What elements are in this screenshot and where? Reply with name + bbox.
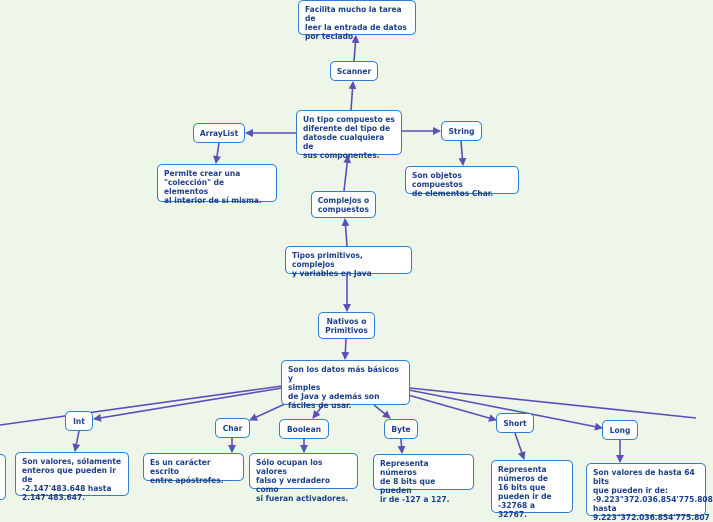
edge-nativos-offscreen-left [0,385,283,426]
edge-byte-description [397,438,406,454]
edge-nativos-offscreen-right [409,387,697,419]
long-description-node[interactable]: Son valores de hasta 64 bits que pueden … [586,463,713,522]
arraylist-node[interactable]: ArrayList [193,123,245,143]
edge-nativos-long [408,389,603,431]
int-node[interactable]: Int [65,411,93,431]
edge-tipos-complejos [341,218,350,247]
compuesto-description-node[interactable]: Un tipo compuesto es diferente del tipo … [296,110,402,160]
connector-layer [0,35,697,463]
edge-nativos-short [407,394,497,422]
edge-scanner-description [351,35,360,62]
char-node[interactable]: Char [215,418,250,438]
edge-compuesto-scanner [348,81,357,111]
scanner-description-node[interactable]: Facilita mucho la tarea de leer la entra… [298,0,416,41]
edge-nativos-description [341,338,350,360]
string-node[interactable]: String [441,121,482,141]
scanner-node[interactable]: Scanner [330,61,378,81]
complejos-node[interactable]: Complejos o compuestos [311,191,376,218]
long-node[interactable]: Long [602,420,638,440]
boolean-node[interactable]: Boolean [279,419,329,439]
edge-nativos-char [249,402,288,421]
byte-node[interactable]: Byte [384,419,418,439]
short-node[interactable]: Short [496,413,534,433]
short-description-node[interactable]: Representa números de 16 bits que pueden… [491,460,573,519]
edge-nativos-boolean [312,404,324,419]
byte-description-node[interactable]: Representa números de 8 bits que pueden … [373,454,474,504]
left-cutoff-node[interactable] [0,454,6,500]
edge-nativos-byte [373,404,391,419]
string-description-node[interactable]: Son objetos compuestos de elementos Char… [405,166,519,198]
edge-string-description [458,140,467,166]
int-description-node[interactable]: Son valores, sólamente enteros que puede… [15,452,129,502]
nativos-node[interactable]: Nativos o Primitivos [318,312,375,339]
boolean-description-node[interactable]: Sólo ocupan los valores falso y verdader… [249,453,358,503]
edge-short-description [514,432,526,460]
arraylist-description-node[interactable]: Permite crear una "colección" de element… [157,164,277,205]
edge-int-description [72,430,81,452]
char-description-node[interactable]: Es un carácter escrito entre apóstrofes. [143,453,244,485]
tipos-root-node[interactable]: Tipos primitivos, complejos y variables … [285,246,412,278]
edge-nativos-int [93,387,283,422]
edge-complejos-compuesto [343,155,352,192]
edge-arraylist-description [213,142,221,164]
nativos-description-node[interactable]: Son los datos más básicos y simples de J… [281,360,410,410]
